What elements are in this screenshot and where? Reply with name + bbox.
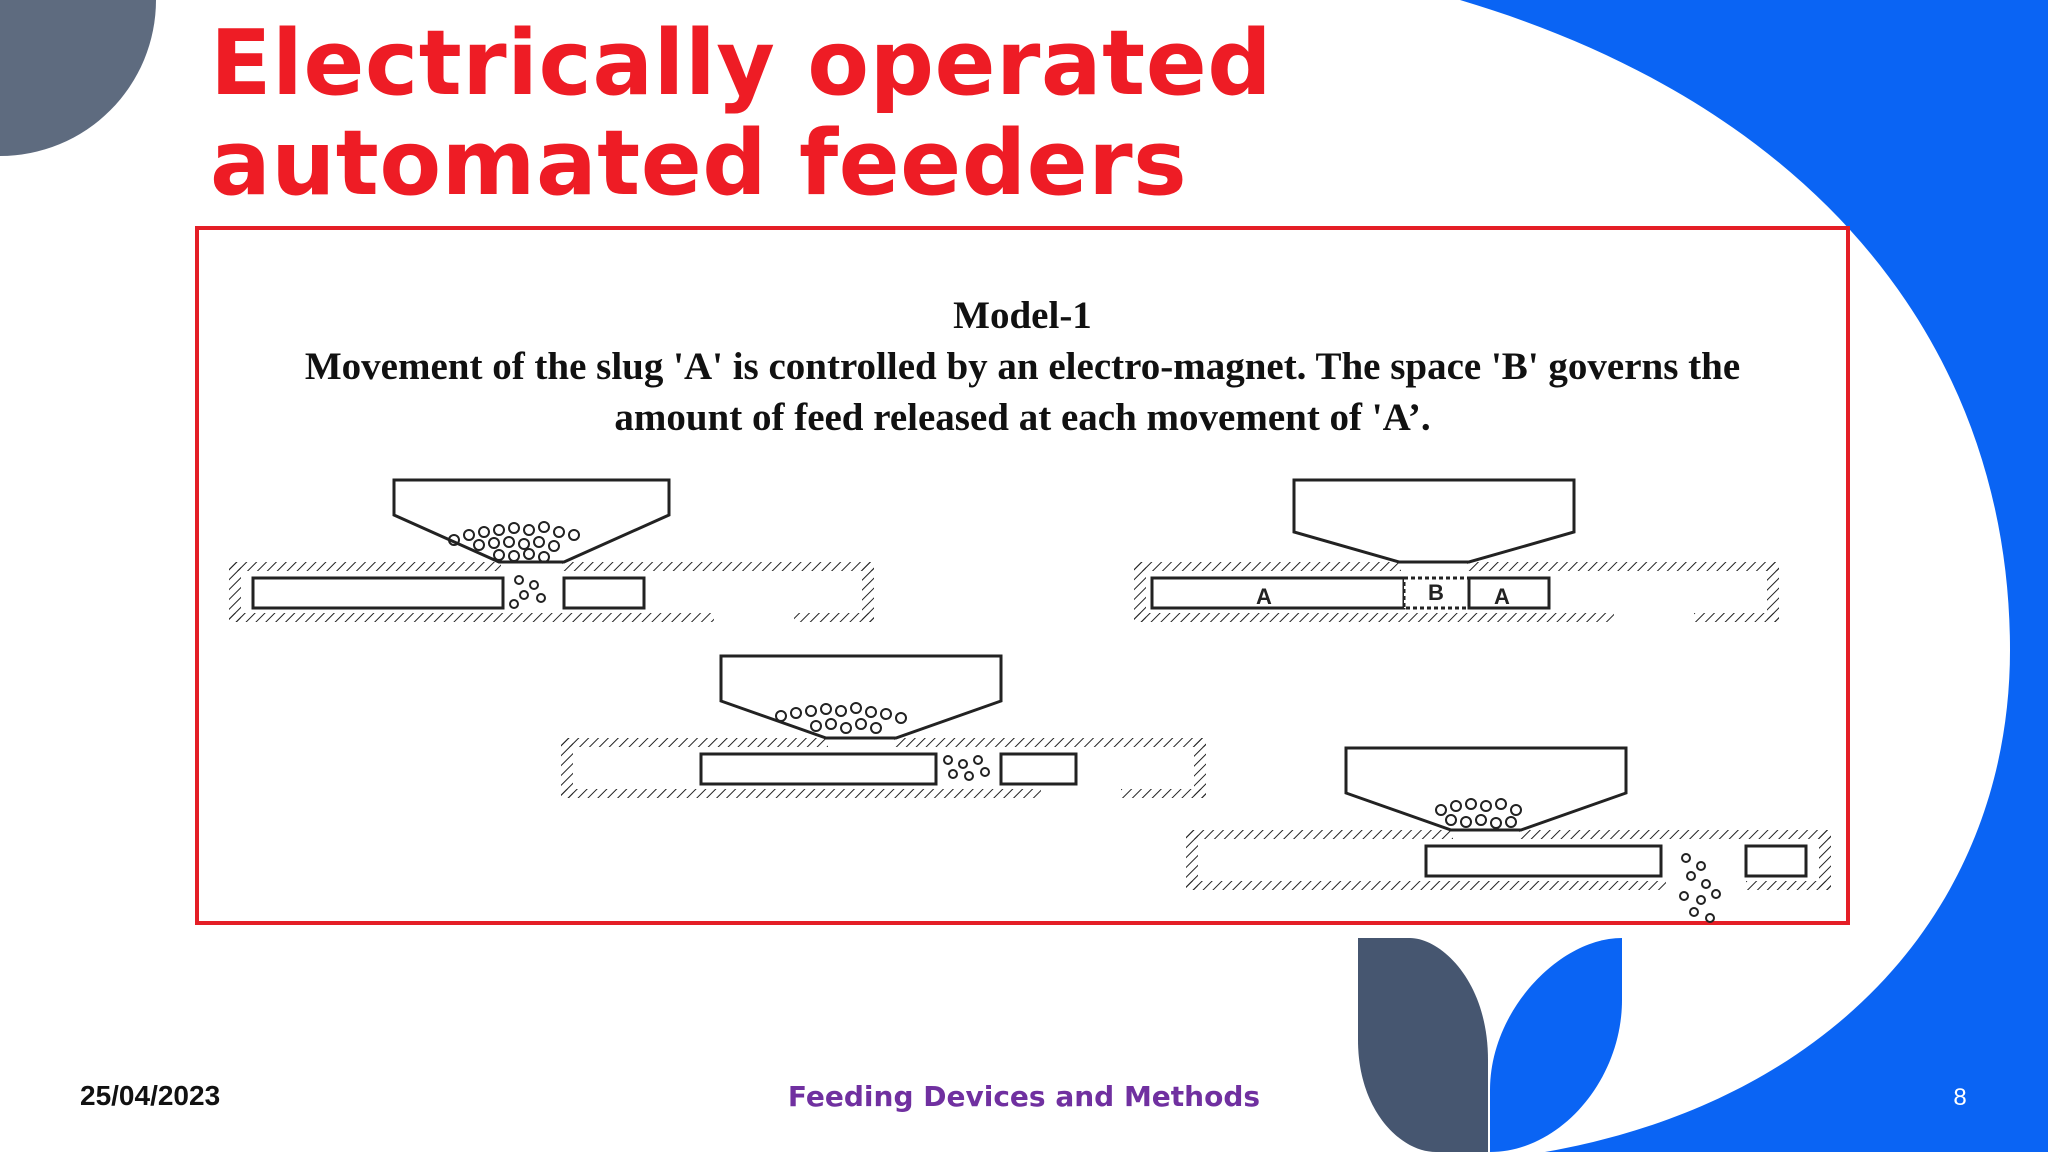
feeder-diagrams: A B A — [229, 478, 1831, 923]
slug-a — [562, 576, 646, 610]
channel-bottom-left — [561, 789, 1041, 798]
channel-right-wall — [862, 562, 874, 622]
feeder-diagram-3 — [561, 654, 1206, 798]
feeder-diagram-2: A B A — [1134, 478, 1779, 622]
feed-pellets — [1435, 798, 1721, 923]
slug-a — [699, 752, 938, 786]
channel-bottom-right — [794, 613, 874, 622]
feed-pellets — [775, 702, 990, 781]
channel-top-left — [561, 738, 828, 747]
label-a-right: A — [1494, 584, 1510, 609]
slug-a — [1744, 844, 1808, 878]
channel-top-right — [1519, 830, 1831, 839]
channel-bottom-right — [1694, 613, 1779, 622]
page-number: 8 — [1953, 1084, 1967, 1111]
channel-left-wall — [229, 562, 241, 622]
hopper — [719, 654, 1003, 740]
right-blue-arc-shape — [1460, 0, 2048, 1152]
description-line-2: amount of feed released at each movement… — [614, 396, 1431, 439]
channel-bottom-right — [1746, 881, 1831, 890]
feeder-diagram-4 — [1186, 746, 1831, 923]
slug-a — [1424, 844, 1663, 878]
label-b: B — [1428, 580, 1444, 605]
channel-bottom-left — [1134, 613, 1614, 622]
channel-top-right — [562, 562, 874, 571]
channel-top-left — [1134, 562, 1401, 571]
channel-bottom-left — [1186, 881, 1666, 890]
figure-caption: Model-1 Movement of the slug 'A' is cont… — [199, 290, 1846, 443]
channel-top-right — [1467, 562, 1779, 571]
channel-left-wall — [1186, 830, 1198, 890]
channel-top-left — [229, 562, 501, 571]
channel-right-wall — [1819, 830, 1831, 890]
channel-right-wall — [1194, 738, 1206, 798]
channel-left-wall — [1134, 562, 1146, 622]
channel-bottom-left — [229, 613, 714, 622]
footer-title: Feeding Devices and Methods — [787, 1080, 1261, 1113]
footer-date: 25/04/2023 — [80, 1080, 221, 1111]
channel-bottom-right — [1121, 789, 1206, 798]
feeder-diagram-1 — [229, 478, 874, 622]
slug-a-right — [1467, 576, 1551, 610]
channel-top-right — [894, 738, 1206, 747]
slate-leaf-shape — [1358, 938, 1488, 1152]
feed-pellets — [448, 521, 580, 609]
hopper — [1292, 478, 1576, 564]
blue-leaf-shape — [1490, 938, 1622, 1152]
channel-top-left — [1186, 830, 1453, 839]
label-a-left: A — [1256, 584, 1272, 609]
channel-right-wall — [1767, 562, 1779, 622]
slug-a-left — [1150, 576, 1406, 610]
slug-a — [999, 752, 1078, 786]
slide-title: Electrically operated automated feeders — [210, 11, 1273, 216]
slug-a — [251, 576, 505, 610]
figure-frame: Model-1 Movement of the slug 'A' is cont… — [195, 226, 1850, 925]
model-heading: Model-1 — [953, 294, 1092, 337]
channel-left-wall — [561, 738, 573, 798]
top-left-corner-shape — [0, 0, 156, 156]
description-line-1: Movement of the slug 'A' is controlled b… — [304, 345, 1741, 388]
